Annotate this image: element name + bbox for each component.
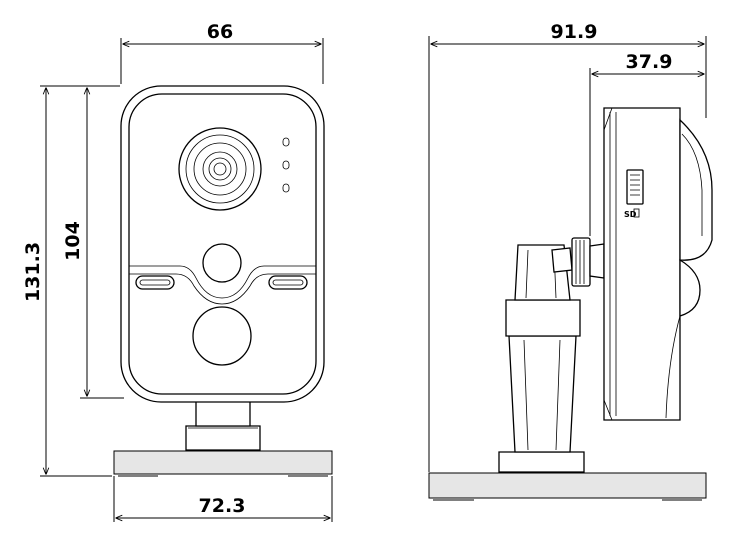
dim-front-width-base: 72.3 bbox=[113, 476, 333, 522]
dim-label-131-3: 131.3 bbox=[22, 242, 44, 302]
dim-front-width-top: 66 bbox=[120, 21, 324, 84]
dim-front-height-total: 131.3 bbox=[22, 85, 112, 477]
side-joint bbox=[551, 237, 605, 287]
side-view: SD 91.9 37.9 bbox=[428, 21, 713, 501]
right-speaker-slot bbox=[268, 275, 308, 290]
side-camera-body: SD bbox=[603, 107, 713, 421]
side-base bbox=[428, 472, 707, 501]
front-view: 66 104 131.3 72.3 bbox=[22, 21, 333, 522]
dim-front-height-body: 104 bbox=[62, 85, 124, 399]
dim-side-depth-body: 37.9 bbox=[589, 51, 704, 236]
sd-slot: SD bbox=[624, 169, 644, 219]
dim-label-104: 104 bbox=[62, 221, 84, 261]
indicator-leds bbox=[282, 137, 290, 193]
dim-label-91-9: 91.9 bbox=[551, 21, 598, 43]
dim-label-37-9: 37.9 bbox=[626, 51, 673, 73]
pir-sensor bbox=[202, 243, 242, 283]
front-base bbox=[113, 450, 333, 477]
left-speaker-slot bbox=[135, 275, 175, 290]
dim-side-depth-total: 91.9 bbox=[428, 21, 707, 472]
ir-sensor bbox=[192, 306, 252, 366]
side-stand bbox=[498, 244, 585, 473]
dim-label-72-3: 72.3 bbox=[199, 495, 246, 517]
sd-label: SD bbox=[624, 210, 637, 219]
main-lens bbox=[178, 127, 262, 211]
front-camera-body bbox=[120, 85, 325, 403]
dim-label-66: 66 bbox=[207, 21, 233, 43]
